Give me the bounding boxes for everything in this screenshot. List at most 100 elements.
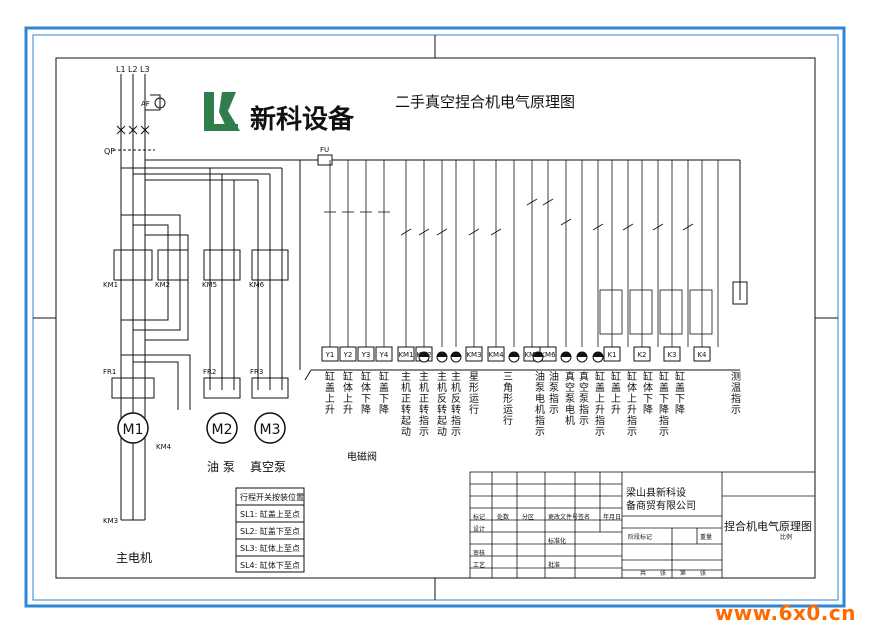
function-label: 测温指示 <box>731 370 741 416</box>
motor-m2: M2 油 泵 <box>206 412 238 474</box>
title-block-cell: 处数 <box>497 513 509 521</box>
switch-contact <box>622 223 634 231</box>
valve-caption: 电磁阀 <box>347 450 377 463</box>
inner-frame <box>32 34 839 601</box>
title-block <box>469 471 816 579</box>
km5-label: KM5 <box>202 281 217 289</box>
fuse-label: FU <box>320 146 329 154</box>
lamp-fill <box>561 352 571 357</box>
lamp-fill <box>593 352 603 357</box>
power-line-label: L2 <box>128 65 138 74</box>
coil-box <box>487 346 505 362</box>
function-label: 缸体下降 <box>361 370 371 416</box>
function-labels: 缸盖上升缸体上升缸体下降缸盖下降主机正转起动主机正转指示主机反转起动主机反转指示… <box>325 370 741 438</box>
title-block-cell: 比例 <box>780 533 792 541</box>
coil-box <box>375 346 393 362</box>
company-name: 梁山县新科设备商贸有限公司 <box>626 486 696 512</box>
coil-label: K4 <box>697 351 707 359</box>
switch-contact <box>490 228 502 236</box>
indicator-lamps <box>418 351 604 363</box>
site-watermark: www.6x0.cn <box>714 601 856 625</box>
coil-label: K2 <box>637 351 646 359</box>
power-line-label: L1 <box>116 65 126 74</box>
interlock-box <box>689 289 713 335</box>
af-label: AF <box>141 100 150 108</box>
title-block-cell: 设计 <box>473 525 485 533</box>
function-label: 星形运行 <box>469 371 479 416</box>
coil-label: KM5 <box>524 351 539 359</box>
title-block-cell: 标记 <box>473 513 485 521</box>
branch-wiring <box>120 159 300 410</box>
power-lines: L1 L2 L3 AF QF <box>104 65 166 500</box>
title-block-cell: 标准化 <box>548 537 566 545</box>
title-block-cell: 更改文件号 <box>548 513 578 521</box>
title-block-cell: 阶段标记 <box>628 533 652 541</box>
coil-label: Y1 <box>325 351 335 359</box>
control-rungs <box>324 160 719 347</box>
switch-contact <box>468 228 480 236</box>
interlock-box <box>599 289 623 335</box>
limit-table-row: SL3: 缸体上至点 <box>240 543 300 553</box>
motor-id: M3 <box>260 422 281 438</box>
title-block-cell: 张 <box>660 569 666 577</box>
qf-label: QF <box>104 147 115 156</box>
function-label: 三角形运行 <box>503 372 513 427</box>
coil-label: KM6 <box>540 351 556 359</box>
function-label: 主机正转起动 <box>401 371 411 438</box>
function-label: 缸体下降 <box>643 370 653 416</box>
function-label: 缸盖上升 <box>611 370 621 416</box>
motor-caption: 主电机 <box>116 551 152 565</box>
km3-label: KM3 <box>103 517 118 525</box>
fr1-label: FR1 <box>103 368 116 376</box>
title-block-cell: 张 <box>700 569 706 577</box>
function-label: 主机正转指示 <box>419 371 429 438</box>
limit-table-header: 行程开关按装位置 <box>240 492 304 502</box>
km6-label: KM6 <box>249 281 265 289</box>
page-title: 二手真空捏合机电气原理图 <box>395 93 575 111</box>
function-label: 缸盖下降指示 <box>659 370 669 438</box>
coil-box <box>603 346 621 362</box>
lamp-fill <box>437 352 447 357</box>
title-block-cell: 共 <box>640 569 646 577</box>
function-label: 缸体上升指示 <box>627 370 637 438</box>
fr3-label: FR3 <box>250 368 263 376</box>
coil-label: Y4 <box>379 351 389 359</box>
lamp-fill <box>451 352 461 357</box>
coil-label: KM3 <box>466 351 481 359</box>
lamp-fill <box>533 352 543 357</box>
logo-mark-icon <box>204 92 240 131</box>
motor-caption: 真空泵 <box>250 460 286 474</box>
function-label: 缸盖下降 <box>379 370 389 416</box>
switch-contact <box>418 228 430 236</box>
motor-caption: 油 泵 <box>207 460 235 474</box>
function-label: 缸盖上升指示 <box>595 370 605 438</box>
drawing-name: 捏合机电气原理图 <box>724 519 812 533</box>
coil-box <box>357 346 375 362</box>
lamp-fill <box>509 352 519 357</box>
interlock-box <box>659 289 683 335</box>
switch-contact <box>592 223 604 231</box>
logo-text: 新科设备 <box>250 104 355 135</box>
drawing-border <box>55 57 816 579</box>
km4-label: KM4 <box>156 443 172 451</box>
title-block-cell: 签名 <box>578 513 590 521</box>
function-label: 油泵电机指示 <box>535 370 545 438</box>
motor-m1: M1 主电机 <box>116 412 152 565</box>
coil-box <box>321 346 339 362</box>
coil-box <box>465 346 483 362</box>
switch-contact <box>542 198 554 206</box>
title-block-cell: 审核 <box>473 549 485 557</box>
lamp-fill <box>419 352 429 357</box>
function-label: 缸盖上升 <box>325 370 335 416</box>
coil-box <box>693 346 711 362</box>
switch-contact <box>652 223 664 231</box>
function-label: 缸体上升 <box>343 370 353 416</box>
coil-label: K1 <box>607 351 616 359</box>
coil-box <box>339 346 357 362</box>
title-block-cell: 第 <box>680 569 686 577</box>
km1-label: KM1 <box>103 281 118 289</box>
lamp-fill <box>577 352 587 357</box>
coil-box <box>633 346 651 362</box>
function-label: 真空泵指示 <box>579 370 589 427</box>
